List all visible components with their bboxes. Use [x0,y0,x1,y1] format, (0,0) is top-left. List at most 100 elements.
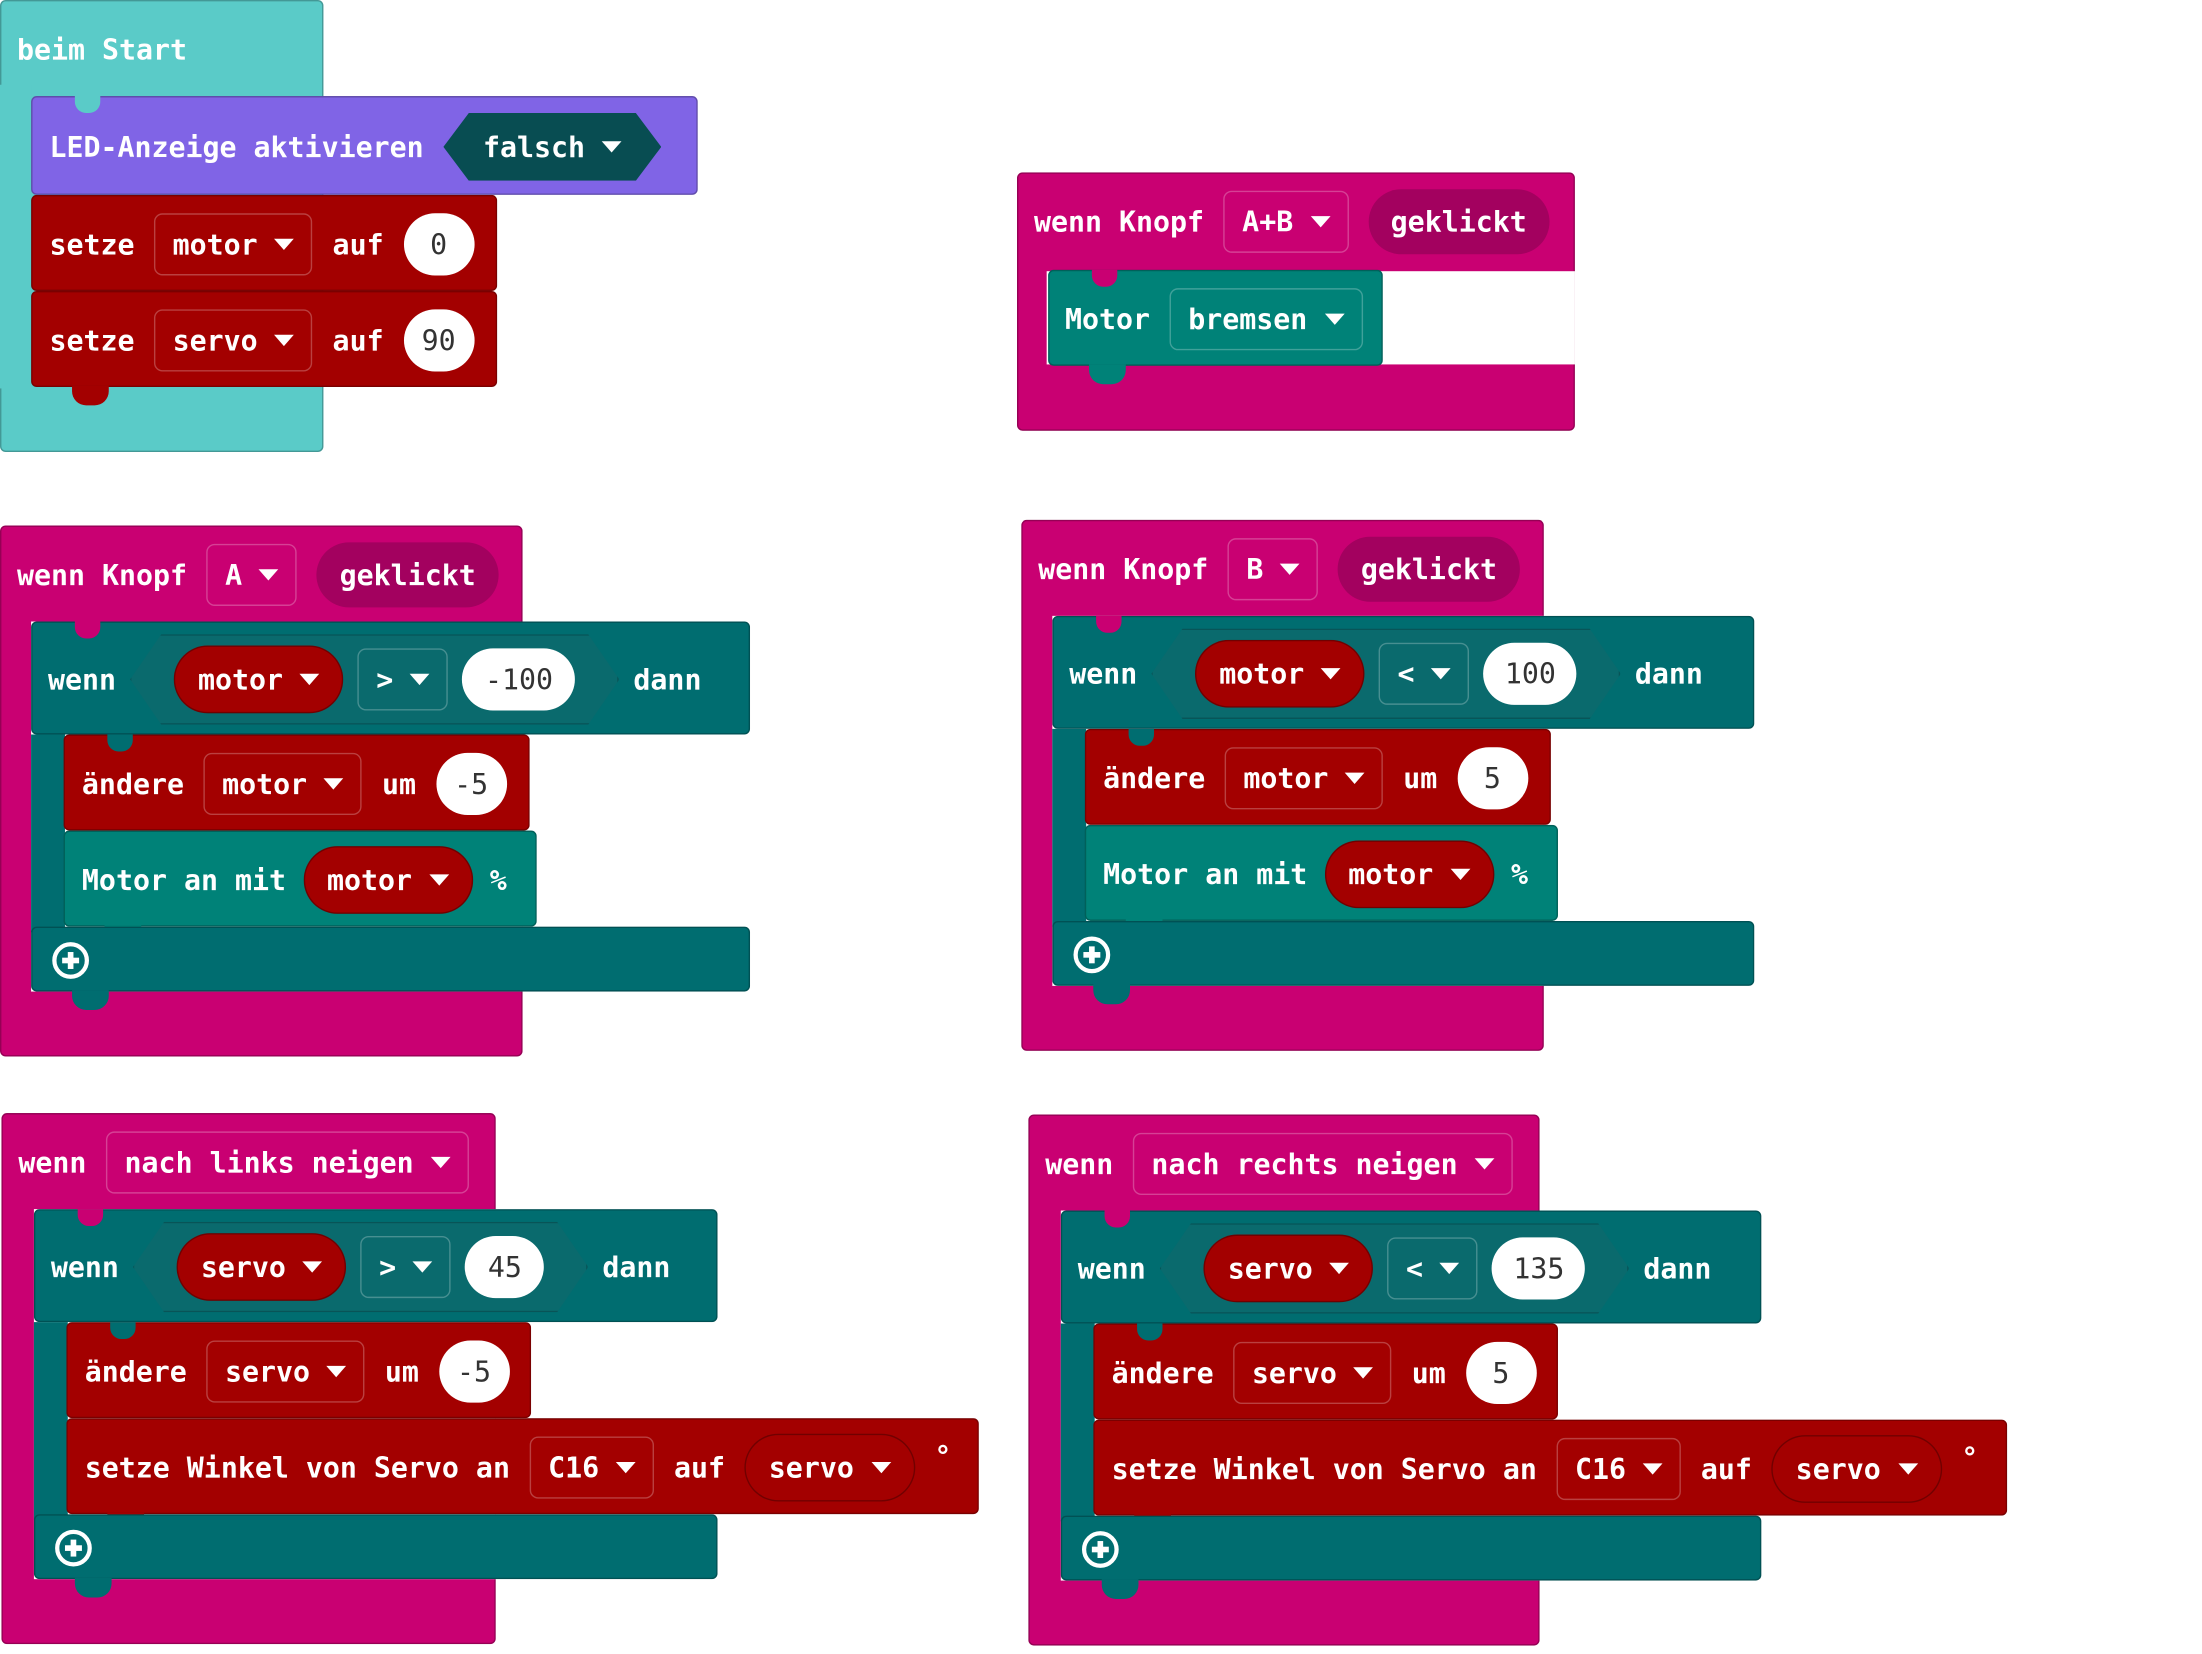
button-ab-event-dropdown[interactable]: geklickt [1368,189,1550,255]
if-b-value-input[interactable]: 100 [1484,643,1577,705]
if-a-value-input[interactable]: -100 [463,648,576,710]
change-b-by-label: um [1403,761,1438,796]
change-a-value-input[interactable]: -5 [435,752,507,816]
button-b-value: B [1246,552,1264,587]
change-servo-right-block[interactable]: ändere servo um 5 [1093,1323,1558,1420]
set-servo-to-label: auf [332,323,384,358]
change-motor-a-block[interactable]: ändere motor um -5 [63,734,530,831]
motor-brake-value: bremsen [1188,302,1308,337]
if-left-operator-dropdown[interactable]: > [361,1236,451,1298]
change-motor-b-block[interactable]: ändere motor um 5 [1084,728,1551,825]
dropdown-caret-icon [1440,1263,1460,1274]
change-b-var-dropdown[interactable]: motor [1224,747,1384,810]
servo-set-right-var-value: servo [1795,1452,1881,1486]
set-servo-block[interactable]: setze servo auf 90 [31,290,498,406]
tilt-right-gesture-dropdown[interactable]: nach rechts neigen [1133,1132,1513,1195]
change-right-var-dropdown[interactable]: servo [1233,1341,1392,1405]
if-right-value-input[interactable]: 135 [1492,1237,1585,1299]
add-branch-icon[interactable] [52,942,89,979]
tilt-left-gesture: nach links neigen [124,1145,414,1180]
if-a-operator-dropdown[interactable]: > [358,648,448,710]
change-b-label: ändere [1103,761,1206,796]
set-servo-value-input[interactable]: 90 [403,309,474,372]
add-branch-icon[interactable] [55,1529,92,1567]
change-right-value-input[interactable]: 5 [1465,1341,1537,1405]
button-ab-value: A+B [1242,204,1294,239]
if-right-var[interactable]: servo [1204,1235,1374,1303]
servo-set-left-var[interactable]: servo [744,1433,915,1502]
dropdown-caret-icon [1353,1367,1374,1379]
change-b-value-input[interactable]: 5 [1457,747,1528,810]
motor-on-a-var[interactable]: motor [302,846,473,914]
dropdown-caret-icon [274,238,295,251]
if-left-condition[interactable]: servo > 45 [133,1222,588,1312]
motor-on-b-label: Motor an mit [1103,857,1308,892]
button-a-dropdown[interactable]: A [206,543,298,606]
motor-on-b-block[interactable]: Motor an mit motor % [1084,824,1558,940]
dropdown-caret-icon [616,1461,636,1474]
motor-on-a-block[interactable]: Motor an mit motor % [63,830,537,945]
set-motor-var-dropdown[interactable]: motor [154,213,313,276]
on-start-inner-arm [0,84,32,389]
servo-left-pin: C16 [548,1450,600,1485]
set-motor-value-input[interactable]: 0 [403,213,474,276]
servo-set-left-block[interactable]: setze Winkel von Servo an C16 auf servo … [66,1418,979,1533]
servo-set-left-unit: ° [934,1439,952,1474]
dropdown-caret-icon [1897,1463,1918,1475]
if-a-var[interactable]: motor [174,646,344,714]
motor-brake-label: Motor [1065,302,1151,337]
dropdown-caret-icon [429,874,449,886]
if-b-var[interactable]: motor [1195,640,1365,708]
if-left-operator: > [379,1250,397,1284]
servo-left-pin-dropdown[interactable]: C16 [529,1436,655,1499]
button-b-dropdown[interactable]: B [1228,538,1319,601]
led-enable-block[interactable]: LED-Anzeige aktivieren falsch [31,96,698,195]
dropdown-caret-icon [1450,868,1471,880]
if-right-footer [1060,1515,1762,1599]
on-start-label: beim Start [16,32,188,67]
set-motor-block[interactable]: setze motor auf 0 [31,194,498,291]
change-a-var-dropdown[interactable]: motor [203,752,363,816]
block-connector [1101,1579,1139,1599]
motor-on-b-var[interactable]: motor [1324,840,1495,909]
motor-brake-block[interactable]: Motor bremsen [1048,269,1383,385]
servo-set-left-to-label: auf [673,1450,726,1485]
change-right-by-label: um [1411,1356,1446,1390]
tilt-left-gesture-dropdown[interactable]: nach links neigen [106,1131,469,1194]
block-connector [72,385,109,406]
change-a-var: motor [222,766,308,801]
dropdown-caret-icon [413,1261,433,1272]
if-left-label: wenn [50,1250,119,1284]
if-block-right[interactable]: wenn servo < 135 dann [1060,1210,1762,1324]
dropdown-caret-icon [1431,668,1451,679]
change-left-value-input[interactable]: -5 [438,1340,510,1403]
servo-set-right-block[interactable]: setze Winkel von Servo an C16 auf servo … [1093,1419,2008,1534]
set-servo-var-dropdown[interactable]: servo [154,309,313,372]
button-a-event-dropdown[interactable]: geklickt [317,542,499,608]
if-left-var[interactable]: servo [177,1233,347,1301]
servo-right-pin-dropdown[interactable]: C16 [1556,1437,1682,1501]
change-left-var-dropdown[interactable]: servo [206,1340,366,1403]
servo-set-right-var[interactable]: servo [1771,1435,1942,1503]
if-block-a[interactable]: wenn motor > -100 dann [31,621,751,735]
motor-brake-dropdown[interactable]: bremsen [1169,288,1363,351]
if-a-condition[interactable]: motor > -100 [130,634,619,724]
if-right-arm [1060,1323,1095,1522]
dropdown-caret-icon [1280,563,1301,575]
if-block-b[interactable]: wenn motor < 100 dann [1052,615,1755,729]
if-right-operator-dropdown[interactable]: < [1388,1237,1478,1299]
if-block-left[interactable]: wenn servo > 45 dann [33,1209,718,1323]
if-right-condition[interactable]: servo < 135 [1160,1223,1629,1313]
dropdown-caret-icon [259,569,279,581]
button-b-event-dropdown[interactable]: geklickt [1338,536,1520,602]
if-left-arm [33,1322,68,1520]
if-left-value-input[interactable]: 45 [465,1236,544,1298]
add-branch-icon[interactable] [1073,936,1111,974]
change-servo-left-block[interactable]: ändere servo um -5 [66,1322,532,1419]
dropdown-caret-icon [1330,1263,1350,1274]
if-b-operator-dropdown[interactable]: < [1379,643,1469,705]
if-b-condition[interactable]: motor < 100 [1151,629,1620,719]
button-ab-dropdown[interactable]: A+B [1223,190,1349,253]
add-branch-icon[interactable] [1081,1531,1119,1568]
led-enable-dropdown[interactable]: falsch [443,113,661,181]
